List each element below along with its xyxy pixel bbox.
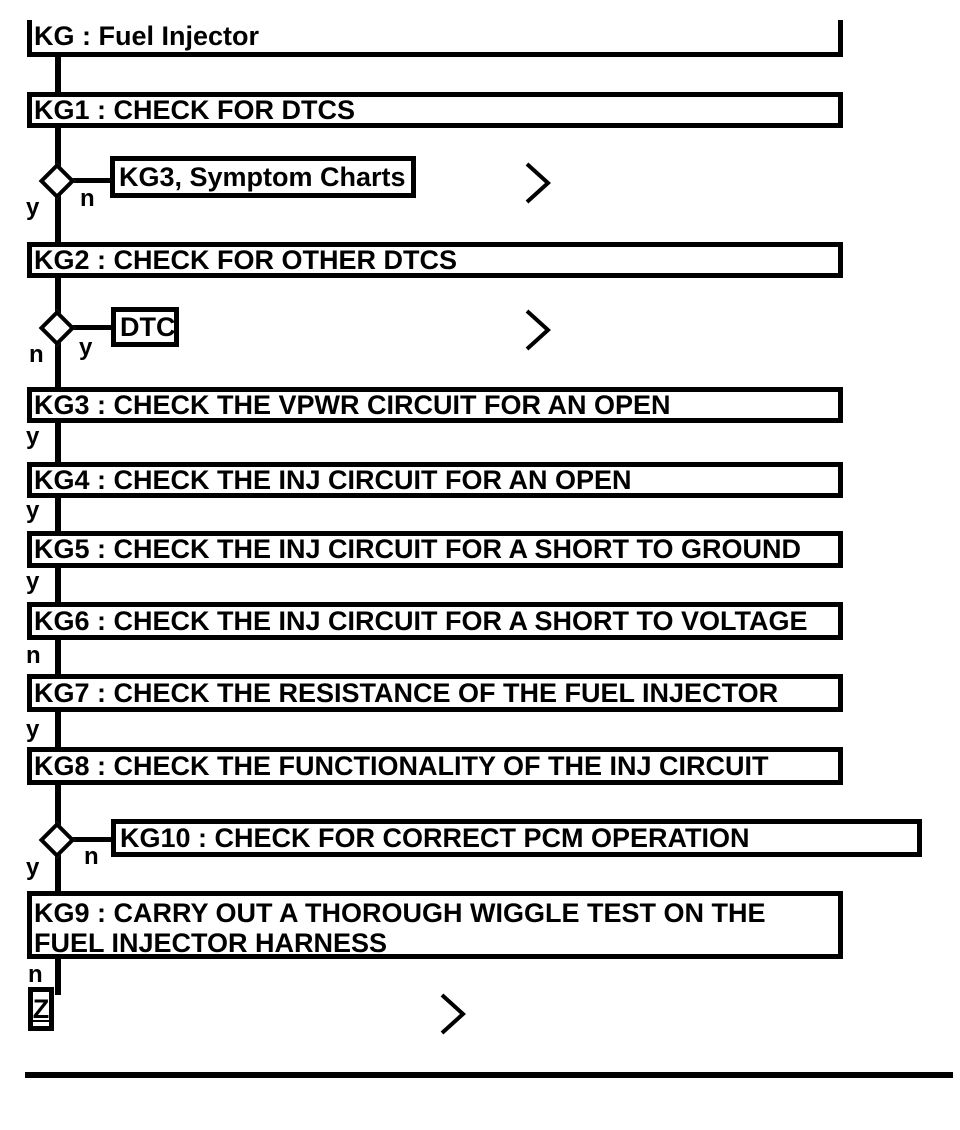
kg9-no-label: n [28, 961, 43, 988]
chevron-right-icon[interactable] [438, 991, 468, 1037]
decision-3-yes-label: y [26, 854, 40, 881]
step-kg4[interactable]: KG4 : CHECK THE INJ CIRCUIT FOR AN OPEN [27, 462, 843, 498]
kg6-no-label: n [26, 642, 41, 669]
step-kg10-label: KG10 : CHECK FOR CORRECT PCM OPERATION [120, 822, 750, 853]
step-kg9-label: KG9 : CARRY OUT A THOROUGH WIGGLE TEST O… [34, 896, 766, 958]
step-kg6[interactable]: KG6 : CHECK THE INJ CIRCUIT FOR A SHORT … [27, 602, 843, 640]
step-kg1-label: KG1 : CHECK FOR DTCS [34, 94, 356, 125]
flow-title: KG : Fuel Injector [34, 20, 260, 51]
step-kg3[interactable]: KG3 : CHECK THE VPWR CIRCUIT FOR AN OPEN [27, 387, 843, 423]
decision-2-no-label: n [29, 341, 44, 368]
decision-2-yes-label: y [79, 334, 93, 361]
step-kg5-label: KG5 : CHECK THE INJ CIRCUIT FOR A SHORT … [34, 534, 802, 565]
decision-2-diamond [38, 309, 76, 347]
kg3-yes-label: y [26, 423, 40, 450]
step-kg10[interactable]: KG10 : CHECK FOR CORRECT PCM OPERATION [111, 819, 922, 857]
link-kg3-symptom-charts[interactable]: KG3, Symptom Charts [110, 156, 416, 198]
exit-z-label: Z [32, 993, 50, 1024]
step-kg6-label: KG6 : CHECK THE INJ CIRCUIT FOR A SHORT … [34, 605, 808, 636]
decision-1-diamond [38, 162, 76, 200]
link-dtc[interactable]: DTC [111, 307, 179, 347]
link-dtc-label: DTC [120, 311, 176, 342]
flow-title-box: KG : Fuel Injector [27, 20, 843, 57]
step-kg8[interactable]: KG8 : CHECK THE FUNCTIONALITY OF THE INJ… [27, 747, 843, 785]
step-kg9[interactable]: KG9 : CARRY OUT A THOROUGH WIGGLE TEST O… [27, 891, 843, 959]
step-kg7[interactable]: KG7 : CHECK THE RESISTANCE OF THE FUEL I… [27, 674, 843, 712]
step-kg9-line2: FUEL INJECTOR HARNESS [34, 928, 388, 958]
kg7-yes-label: y [26, 716, 40, 743]
decision-3-diamond [38, 821, 76, 859]
kg4-yes-label: y [26, 497, 40, 524]
decision-3-branch-line [70, 837, 113, 842]
decision-1-branch-line [70, 178, 116, 183]
chevron-right-icon[interactable] [523, 307, 553, 353]
step-kg2-label: KG2 : CHECK FOR OTHER DTCS [34, 244, 458, 275]
step-kg3-label: KG3 : CHECK THE VPWR CIRCUIT FOR AN OPEN [34, 389, 671, 420]
step-kg5[interactable]: KG5 : CHECK THE INJ CIRCUIT FOR A SHORT … [27, 531, 843, 568]
decision-1-yes-label: y [26, 194, 40, 221]
step-kg1[interactable]: KG1 : CHECK FOR DTCS [27, 92, 843, 128]
step-kg2[interactable]: KG2 : CHECK FOR OTHER DTCS [27, 242, 843, 278]
exit-z-link[interactable]: Z [28, 987, 54, 1031]
step-kg9-line1: KG9 : CARRY OUT A THOROUGH WIGGLE TEST O… [34, 898, 766, 928]
link-kg3-symptom-charts-label: KG3, Symptom Charts [119, 161, 406, 192]
decision-2-branch-line [70, 325, 113, 330]
step-kg8-label: KG8 : CHECK THE FUNCTIONALITY OF THE INJ… [34, 750, 769, 781]
bottom-rule [25, 1072, 953, 1078]
trunk-connector-line [55, 52, 61, 995]
decision-3-no-label: n [84, 843, 99, 870]
step-kg4-label: KG4 : CHECK THE INJ CIRCUIT FOR AN OPEN [34, 464, 632, 495]
kg5-yes-label: y [26, 568, 40, 595]
chevron-right-icon[interactable] [523, 160, 553, 206]
step-kg7-label: KG7 : CHECK THE RESISTANCE OF THE FUEL I… [34, 677, 779, 708]
decision-1-no-label: n [80, 185, 95, 212]
